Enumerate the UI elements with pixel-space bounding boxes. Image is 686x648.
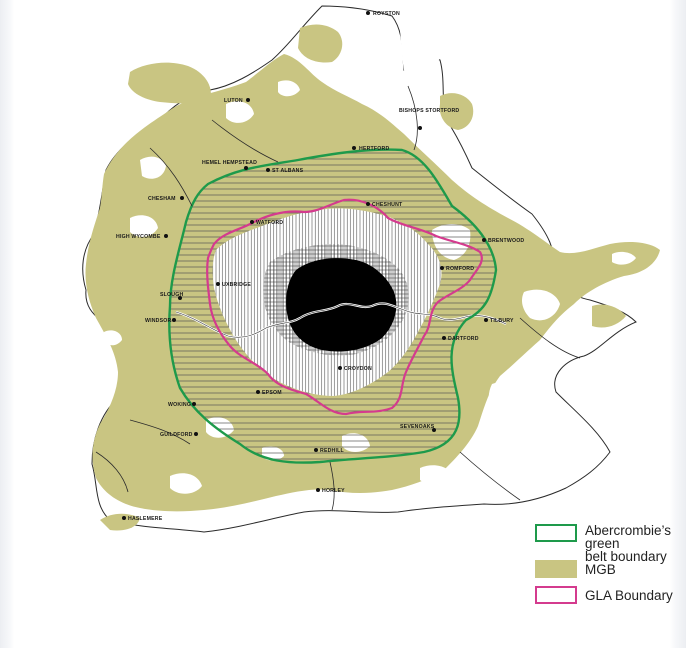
town-sevenoaks: SEVENOAKS <box>400 424 436 432</box>
legend-label-mgb: MGB <box>585 562 616 577</box>
svg-text:ST ALBANS: ST ALBANS <box>272 168 304 174</box>
mgb-swatch <box>535 560 577 578</box>
gla-swatch <box>535 586 577 604</box>
town-watford: WATFORD <box>250 220 283 226</box>
town-chesham: CHESHAM <box>148 196 184 202</box>
svg-text:SEVENOAKS: SEVENOAKS <box>400 424 435 430</box>
legend-item-mgb: MGB <box>535 560 616 578</box>
town-markers: ROYSTON LUTON BISHOPS STORTFORD HERTFORD… <box>116 11 524 522</box>
legend-label-abercrombie-line1: Abercrombie’s green <box>585 523 672 551</box>
town-woking: WOKING <box>168 402 196 408</box>
legend-item-gla: GLA Boundary <box>535 586 673 604</box>
svg-text:BRENTWOOD: BRENTWOOD <box>488 238 524 244</box>
town-romford: ROMFORD <box>440 266 474 272</box>
town-haslemere: HASLEMERE <box>122 516 163 522</box>
svg-text:ROMFORD: ROMFORD <box>446 266 474 272</box>
town-royston: ROYSTON <box>366 11 400 17</box>
svg-text:CROYDON: CROYDON <box>344 366 372 372</box>
svg-text:LUTON: LUTON <box>224 98 243 104</box>
town-redhill: REDHILL <box>314 448 345 454</box>
town-croydon: CROYDON <box>338 366 372 372</box>
abercrombie-boundary-line <box>168 148 498 464</box>
town-slough: SLOUGH <box>160 292 183 300</box>
svg-text:HERTFORD: HERTFORD <box>359 146 389 152</box>
abercrombie-swatch <box>535 524 577 542</box>
town-bishops-stortford: BISHOPS STORTFORD <box>399 108 459 130</box>
svg-text:GUILDFORD: GUILDFORD <box>160 432 193 438</box>
town-hertford: HERTFORD <box>352 146 389 152</box>
town-luton: LUTON <box>224 98 250 104</box>
svg-text:WINDSOR: WINDSOR <box>145 318 172 324</box>
svg-text:ROYSTON: ROYSTON <box>373 11 400 17</box>
town-cheshunt: CHESHUNT <box>366 202 403 208</box>
svg-text:BISHOPS STORTFORD: BISHOPS STORTFORD <box>399 108 459 114</box>
svg-text:HORLEY: HORLEY <box>322 488 345 494</box>
right-page-edge <box>670 0 686 648</box>
svg-text:HEMEL HEMPSTEAD: HEMEL HEMPSTEAD <box>202 160 257 166</box>
svg-text:CHESHAM: CHESHAM <box>148 196 176 202</box>
svg-text:EPSOM: EPSOM <box>262 390 282 396</box>
town-st-albans: ST ALBANS <box>266 168 304 174</box>
town-high-wycombe: HIGH WYCOMBE <box>116 234 168 240</box>
svg-text:WATFORD: WATFORD <box>256 220 283 226</box>
legend-label-abercrombie: Abercrombie’s green belt boundary <box>585 523 675 564</box>
town-brentwood: BRENTWOOD <box>482 238 524 244</box>
town-windsor: WINDSOR <box>145 318 176 324</box>
district-boundaries <box>95 85 581 511</box>
gla-boundary-line <box>206 198 483 416</box>
legend-label-gla: GLA Boundary <box>585 588 673 603</box>
svg-text:TILBURY: TILBURY <box>490 318 514 324</box>
town-dartford: DARTFORD <box>442 336 479 342</box>
legend-item-abercrombie: Abercrombie’s green belt boundary <box>535 524 675 563</box>
svg-text:SLOUGH: SLOUGH <box>160 292 183 298</box>
svg-text:REDHILL: REDHILL <box>320 448 345 454</box>
town-epsom: EPSOM <box>256 390 282 396</box>
town-horley: HORLEY <box>316 488 345 494</box>
svg-text:WOKING: WOKING <box>168 402 191 408</box>
svg-text:HASLEMERE: HASLEMERE <box>128 516 163 522</box>
legend-label-abercrombie-line2: belt boundary <box>585 549 667 564</box>
svg-text:DARTFORD: DARTFORD <box>448 336 479 342</box>
town-tilbury: TILBURY <box>484 318 514 324</box>
town-uxbridge: UXBRIDGE <box>216 282 251 288</box>
svg-text:UXBRIDGE: UXBRIDGE <box>222 282 251 288</box>
svg-text:CHESHUNT: CHESHUNT <box>372 202 403 208</box>
svg-text:HIGH WYCOMBE: HIGH WYCOMBE <box>116 234 161 240</box>
town-guildford: GUILDFORD <box>160 432 198 438</box>
left-page-edge <box>0 0 14 648</box>
town-hemel-hempstead: HEMEL HEMPSTEAD <box>202 160 257 170</box>
